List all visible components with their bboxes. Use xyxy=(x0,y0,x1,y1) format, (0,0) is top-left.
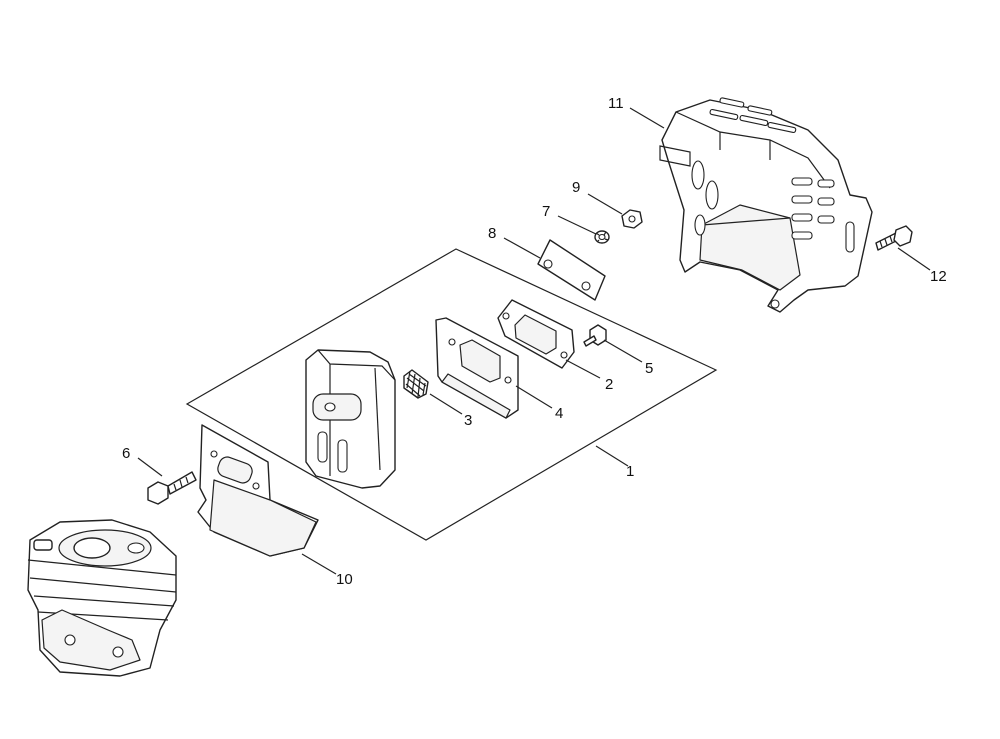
gasket-2 xyxy=(497,299,575,369)
muffler-cover xyxy=(659,97,873,313)
leader-12 xyxy=(897,247,931,271)
cover-slots xyxy=(691,97,855,253)
leader-9 xyxy=(587,193,623,215)
muffler-body xyxy=(305,349,396,489)
leader-8 xyxy=(503,237,541,259)
callout-6: 6 xyxy=(122,445,130,462)
callout-10: 10 xyxy=(336,571,353,588)
callout-11: 11 xyxy=(608,95,624,112)
callout-1: 1 xyxy=(626,463,634,480)
callout-12: 12 xyxy=(930,268,947,285)
callout-8: 8 xyxy=(488,225,496,242)
leader-10 xyxy=(301,553,337,575)
plate-8 xyxy=(537,239,606,301)
bracket-4 xyxy=(435,317,519,419)
callout-4: 4 xyxy=(555,405,563,422)
bolt-5 xyxy=(583,324,607,347)
leader-5 xyxy=(603,339,643,363)
callout-9: 9 xyxy=(572,179,580,196)
leader-2 xyxy=(565,359,601,379)
bolt-6 xyxy=(147,471,197,505)
leader-11 xyxy=(629,107,665,129)
leader-3 xyxy=(429,393,463,415)
callout-labels: 1 2 3 4 5 6 7 8 9 10 11 12 xyxy=(122,95,947,588)
leader-1 xyxy=(595,445,629,467)
leader-lines xyxy=(137,107,931,575)
spark-screen-3 xyxy=(403,369,429,399)
assembly-boundary xyxy=(185,248,718,541)
leader-6 xyxy=(137,457,163,477)
callout-3: 3 xyxy=(464,412,472,429)
callout-7: 7 xyxy=(542,203,550,220)
callout-5: 5 xyxy=(645,360,653,377)
leader-4 xyxy=(515,385,553,409)
cylinder xyxy=(27,519,177,677)
heat-shield-10 xyxy=(197,424,319,557)
leader-7 xyxy=(557,215,597,235)
nut-9 xyxy=(621,209,643,229)
washer-7 xyxy=(594,230,610,244)
callout-2: 2 xyxy=(605,376,613,393)
bolt-12 xyxy=(875,225,913,251)
